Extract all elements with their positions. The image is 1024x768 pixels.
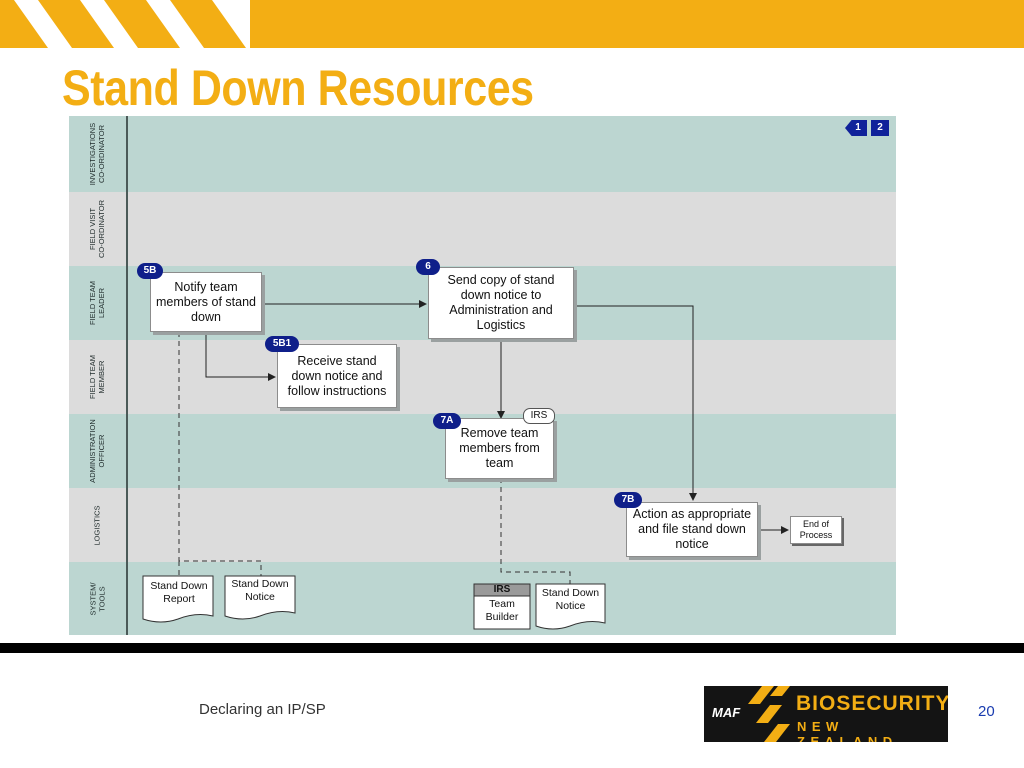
irs-team-builder-label: Team Builder xyxy=(485,598,519,623)
step-7b-box: Action as appropriate and file stand dow… xyxy=(626,502,758,557)
lane-label-column xyxy=(69,116,128,635)
document-shape xyxy=(224,575,296,620)
step-5b-badge: 5B xyxy=(137,263,163,279)
irs-tool-header-label: IRS xyxy=(493,584,511,595)
document-shape xyxy=(535,583,606,630)
footer-divider xyxy=(0,643,1024,653)
step-6-badge: 6 xyxy=(416,259,440,275)
logo-biosecurity-text: BIOSECURITY xyxy=(796,692,948,715)
page-number: 20 xyxy=(978,703,995,720)
document-shape xyxy=(142,575,214,623)
footer-caption: Declaring an IP/SP xyxy=(199,701,326,718)
stand-down-notice-doc-2: Stand Down Notice xyxy=(541,587,600,612)
dashed-7a-to-tools xyxy=(500,478,571,584)
stand-down-notice-doc: Stand Down Notice xyxy=(231,578,289,603)
step-5b-box: Notify team members of stand down xyxy=(150,272,262,332)
lane-investigations xyxy=(69,116,896,192)
step-7a-box: Remove team members from team xyxy=(445,418,554,479)
step-6-box: Send copy of stand down notice to Admini… xyxy=(428,267,574,339)
step-5b1-box: Receive stand down notice and follow ins… xyxy=(277,344,397,408)
irs-system-tag: IRS xyxy=(523,408,555,424)
dashed-5b-to-docs xyxy=(178,332,262,576)
nav-button-2[interactable]: 2 xyxy=(871,120,889,136)
arrow-6-to-7b xyxy=(574,305,697,501)
step-5b1-badge: 5B1 xyxy=(265,336,299,352)
step-7b-badge: 7B xyxy=(614,492,642,508)
step-7a-badge: 7A xyxy=(433,413,461,429)
end-of-process-box: End of Process xyxy=(790,516,842,544)
swimlane-diagram: INVESTIGATIONS CO-ORDINATOR FIELD VISIT … xyxy=(69,116,896,635)
lane-field-visit xyxy=(69,192,896,266)
nav-button-1[interactable]: 1 xyxy=(845,120,867,136)
logo-new-zealand-text: NEW ZEALAND xyxy=(797,719,898,742)
top-hazard-stripe xyxy=(0,0,1024,48)
flow-connectors xyxy=(142,300,789,630)
lane-logistics xyxy=(69,488,896,562)
maf-logo-text: MAF xyxy=(712,705,741,720)
stand-down-report-doc: Stand Down Report xyxy=(150,580,208,605)
slide-title: Stand Down Resources xyxy=(62,60,534,116)
irs-tool-header xyxy=(473,583,531,597)
arrow-5b-to-5b1 xyxy=(205,332,276,381)
biosecurity-logo: MAF BIOSECURITY NEW ZEALAND xyxy=(704,686,948,742)
